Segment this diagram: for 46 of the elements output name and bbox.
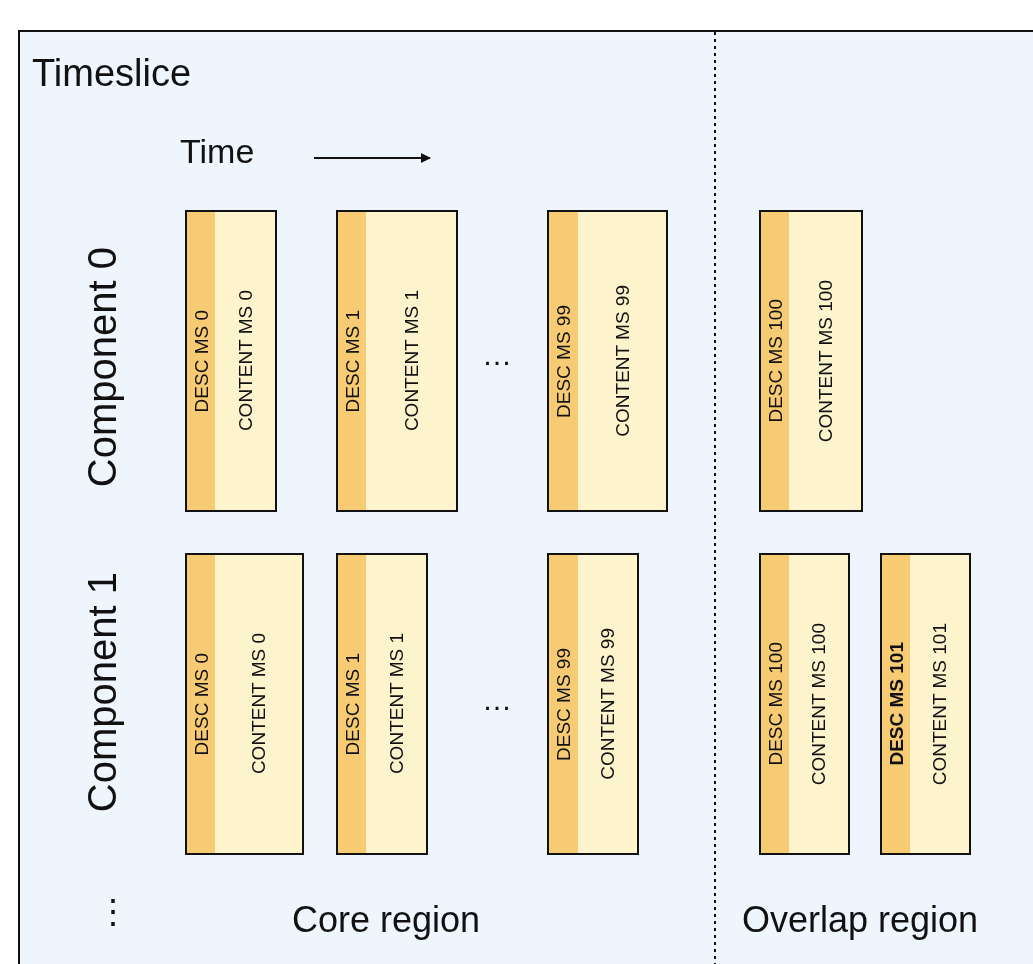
row-label: Component 0 bbox=[82, 247, 122, 488]
content-block bbox=[789, 553, 850, 855]
panel-title: Timeslice bbox=[32, 54, 192, 92]
descriptor-bar bbox=[547, 210, 580, 512]
vertical-label: DESC MS 101 bbox=[886, 642, 906, 766]
descriptor-bar bbox=[547, 553, 580, 855]
row-label: Component 1 bbox=[82, 572, 122, 813]
content-block bbox=[366, 210, 458, 512]
vertical-label: DESC MS 1 bbox=[342, 309, 362, 413]
descriptor-bar bbox=[336, 553, 368, 855]
axis-label: Time bbox=[180, 134, 255, 168]
vertical-label: DESC MS 1 bbox=[342, 652, 362, 756]
vertical-label: CONTENT MS 101 bbox=[930, 622, 949, 786]
vertical-label: DESC MS 0 bbox=[191, 309, 211, 413]
descriptor-bar bbox=[759, 210, 791, 512]
vertical-label: CONTENT MS 0 bbox=[235, 290, 255, 432]
vertical-label: DESC MS 99 bbox=[554, 304, 573, 418]
vertical-label: CONTENT MS 100 bbox=[815, 279, 835, 443]
vertical-label: CONTENT MS 99 bbox=[598, 628, 617, 780]
content-block bbox=[215, 553, 304, 855]
ellipsis: … bbox=[482, 685, 512, 715]
region-label: Overlap region bbox=[742, 902, 979, 938]
content-block bbox=[578, 553, 639, 855]
descriptor-bar bbox=[759, 553, 791, 855]
content-block bbox=[789, 210, 863, 512]
vertical-label: CONTENT MS 1 bbox=[401, 290, 421, 432]
content-block bbox=[215, 210, 277, 512]
vertical-label: CONTENT MS 0 bbox=[249, 633, 268, 775]
descriptor-bar bbox=[185, 553, 217, 855]
descriptor-bar bbox=[336, 210, 368, 512]
region-label: Core region bbox=[292, 902, 481, 938]
timeslice-panel bbox=[18, 30, 1033, 964]
vertical-label: DESC MS 100 bbox=[765, 642, 785, 766]
descriptor-bar bbox=[880, 553, 912, 855]
vertical-label: DESC MS 0 bbox=[191, 652, 211, 756]
content-block bbox=[910, 553, 971, 855]
content-block bbox=[366, 553, 428, 855]
vertical-label: DESC MS 99 bbox=[554, 647, 573, 761]
content-block bbox=[578, 210, 668, 512]
vertical-label: CONTENT MS 1 bbox=[386, 633, 406, 775]
descriptor-bar bbox=[185, 210, 217, 512]
vertical-label: DESC MS 100 bbox=[765, 299, 785, 423]
ellipsis: ⋮ bbox=[96, 894, 130, 928]
vertical-label: CONTENT MS 99 bbox=[612, 285, 632, 437]
vertical-label: CONTENT MS 100 bbox=[809, 622, 828, 786]
ellipsis: … bbox=[482, 340, 512, 370]
